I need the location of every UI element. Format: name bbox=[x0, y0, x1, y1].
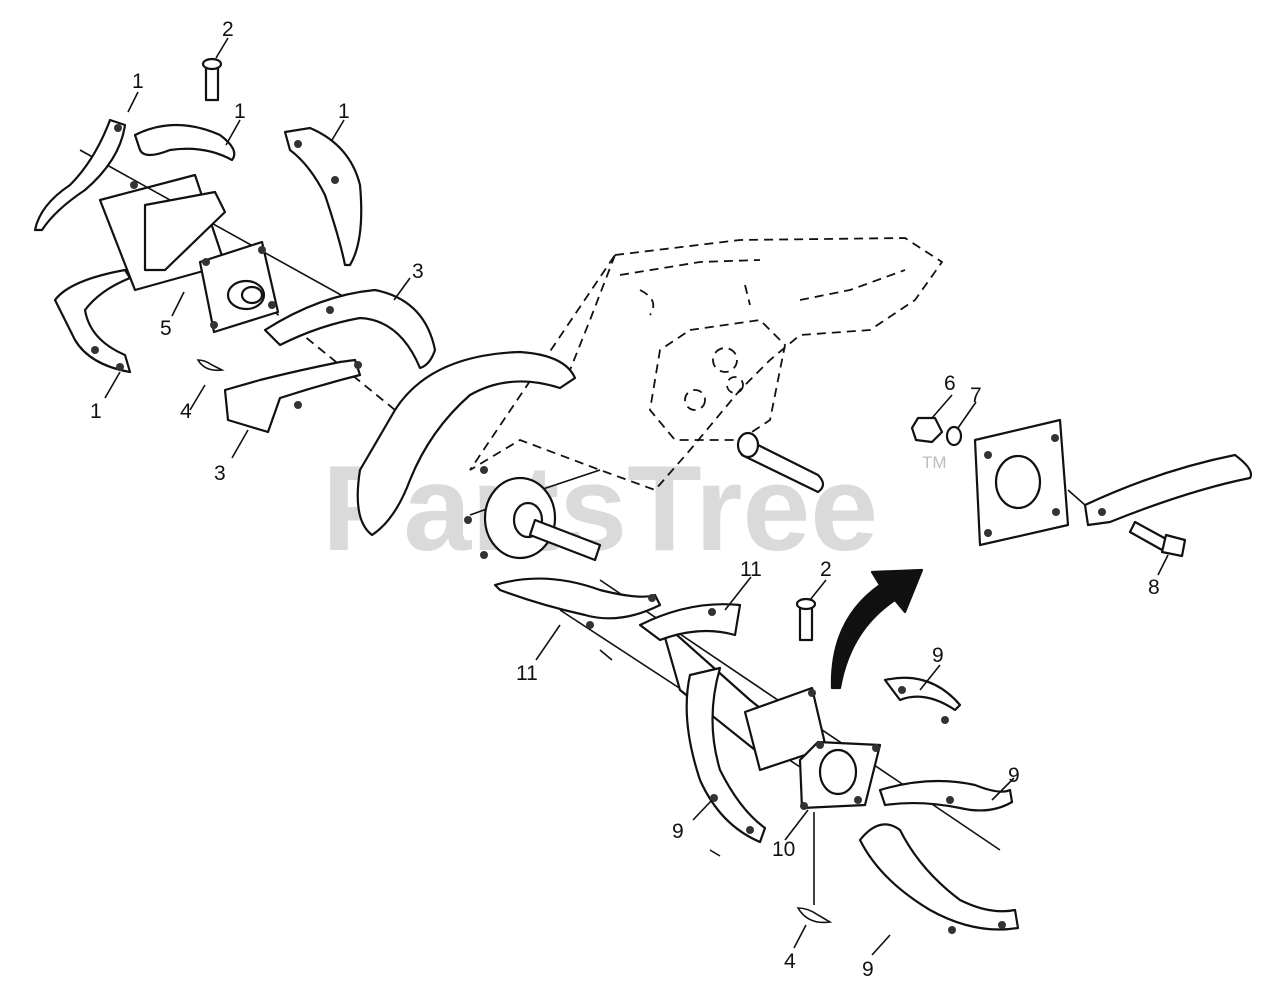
callout-2: 2 bbox=[820, 558, 832, 581]
callout-6: 6 bbox=[944, 372, 956, 395]
callout-11: 11 bbox=[516, 662, 538, 685]
callout-4: 4 bbox=[784, 950, 796, 973]
callout-1: 1 bbox=[132, 70, 144, 93]
callout-1: 1 bbox=[234, 100, 246, 123]
tine-assembly-right-end bbox=[910, 416, 1253, 558]
tine-shaft bbox=[464, 431, 825, 562]
callout-2: 2 bbox=[222, 18, 234, 41]
callout-9: 9 bbox=[672, 820, 684, 843]
callout-10: 10 bbox=[772, 838, 795, 861]
callout-7: 7 bbox=[970, 384, 982, 407]
tine-hood bbox=[356, 350, 577, 537]
tine-assembly-left bbox=[33, 57, 437, 434]
callout-1: 1 bbox=[90, 400, 102, 423]
watermark-trademark: TM bbox=[922, 453, 947, 472]
callout-3: 3 bbox=[214, 462, 226, 485]
callout-3: 3 bbox=[412, 260, 424, 283]
tine-assembly-lower bbox=[493, 568, 1020, 934]
callout-9: 9 bbox=[932, 644, 944, 667]
callout-1: 1 bbox=[338, 100, 350, 123]
callout-5: 5 bbox=[160, 317, 172, 340]
callout-4: 4 bbox=[180, 400, 192, 423]
callout-labels: 1 1 1 1 2 2 3 3 4 4 5 6 7 8 9 9 9 9 10 1… bbox=[90, 18, 1160, 981]
callout-9: 9 bbox=[862, 958, 874, 981]
callout-8: 8 bbox=[1148, 576, 1160, 599]
callout-11: 11 bbox=[740, 558, 762, 581]
leader-lines bbox=[104, 37, 1169, 956]
callout-9: 9 bbox=[1008, 764, 1020, 787]
